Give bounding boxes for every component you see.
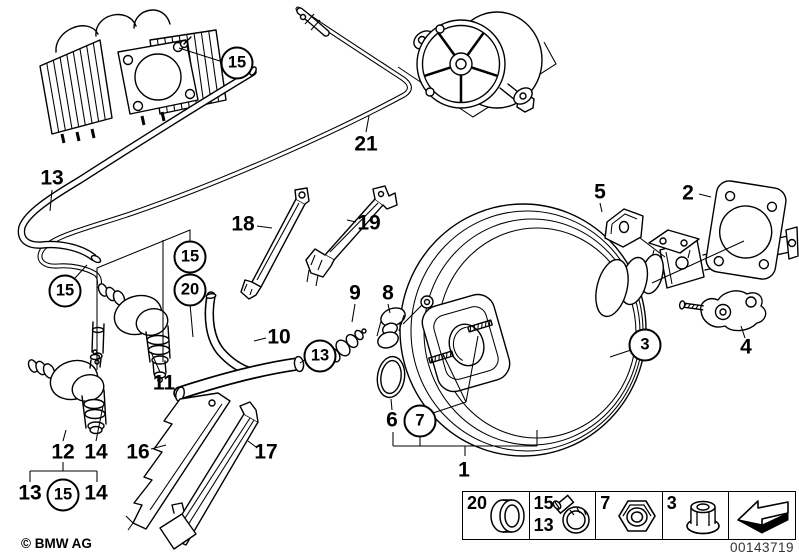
callout-8-grommet[interactable]: 8 xyxy=(382,281,394,305)
legend-cell-hex-nut[interactable]: 7 xyxy=(596,492,663,539)
callout-6-oring[interactable]: 6 xyxy=(386,408,398,432)
bracket-19-drawing xyxy=(305,185,398,287)
callout-3-nut[interactable]: 3 xyxy=(628,328,662,362)
bracket-17-drawing xyxy=(159,401,259,550)
grommet-icon xyxy=(489,499,525,533)
clip-5-drawing xyxy=(604,208,666,258)
callout-21-pipe[interactable]: 21 xyxy=(354,132,378,156)
callout-15-clamp-mid[interactable]: 15 xyxy=(173,240,207,274)
legend-cell-flange-nut[interactable]: 3 xyxy=(663,492,730,539)
vacuum-pipe-and-hoses-drawing xyxy=(17,6,412,289)
bracket-lines xyxy=(29,229,538,482)
check-valve-11-drawing xyxy=(91,283,171,383)
callout-15-manifold[interactable]: 15 xyxy=(220,46,254,80)
callout-17-bracket[interactable]: 17 xyxy=(254,440,278,464)
callout-18-bracket[interactable]: 18 xyxy=(231,212,255,236)
callout-19-bracket[interactable]: 19 xyxy=(357,211,381,235)
bracket-18-drawing xyxy=(240,187,310,300)
callout-14-top[interactable]: 14 xyxy=(84,440,108,464)
vacuum-hose-end-drawing xyxy=(173,355,305,402)
callout-14-bottom[interactable]: 14 xyxy=(84,481,108,505)
callout-11-valve[interactable]: 11 xyxy=(152,371,176,395)
legend-number: 7 xyxy=(600,493,611,513)
legend-cell-hose-clamp[interactable]: 15 13 xyxy=(530,492,597,539)
callout-16-bracket[interactable]: 16 xyxy=(126,440,150,464)
intake-manifold-drawing xyxy=(39,9,227,144)
callout-9-connector[interactable]: 9 xyxy=(349,281,361,305)
callout-12-valve-group[interactable]: 12 xyxy=(51,440,75,464)
fastener-legend: 20 15 13 7 3 xyxy=(462,491,796,540)
callout-15-clamp-left[interactable]: 15 xyxy=(48,274,82,308)
callout-5-clip[interactable]: 5 xyxy=(594,180,606,204)
bracket-16-drawing xyxy=(125,392,231,531)
legend-cell-direction[interactable] xyxy=(729,492,795,539)
stud-bolt xyxy=(467,319,493,333)
callout-4-lever[interactable]: 4 xyxy=(740,335,752,359)
callout-10-hose[interactable]: 10 xyxy=(267,325,291,349)
legend-number: 13 xyxy=(533,515,554,535)
o-ring-6-drawing xyxy=(376,355,406,399)
leader-lines xyxy=(49,47,746,450)
hose-10-drawing xyxy=(204,291,258,377)
lever-4-drawing xyxy=(678,290,767,332)
legend-number: 20 xyxy=(467,493,488,513)
flange-nut-icon xyxy=(686,500,721,535)
callout-1-booster[interactable]: 1 xyxy=(458,458,470,482)
stud-bolt xyxy=(428,350,454,364)
document-number: 00143719 xyxy=(730,540,795,555)
callout-13-bottom[interactable]: 13 xyxy=(18,481,42,505)
callout-13-hose-top[interactable]: 13 xyxy=(40,166,64,190)
legend-cell-grommet[interactable]: 20 xyxy=(463,492,530,539)
grommet-8-drawing xyxy=(376,307,406,349)
gasket-2-drawing xyxy=(651,180,787,284)
hex-nut-icon xyxy=(617,500,656,532)
callout-13-clamp-circled[interactable]: 13 xyxy=(303,339,337,373)
valve-12-drawing xyxy=(27,349,107,435)
callout-2-gasket[interactable]: 2 xyxy=(682,181,694,205)
legend-number: 3 xyxy=(666,493,677,513)
direction-arrow-icon xyxy=(737,500,789,534)
vacuum-pump-drawing xyxy=(397,11,557,118)
legend-number: 15 xyxy=(533,493,554,513)
callout-20-grommet[interactable]: 20 xyxy=(173,273,207,307)
copyright-label: © BMW AG xyxy=(21,536,92,551)
callout-7-nut[interactable]: 7 xyxy=(403,404,437,438)
hose-clamp-icon xyxy=(552,494,590,534)
callout-15-circled-bottom[interactable]: 15 xyxy=(46,478,80,512)
